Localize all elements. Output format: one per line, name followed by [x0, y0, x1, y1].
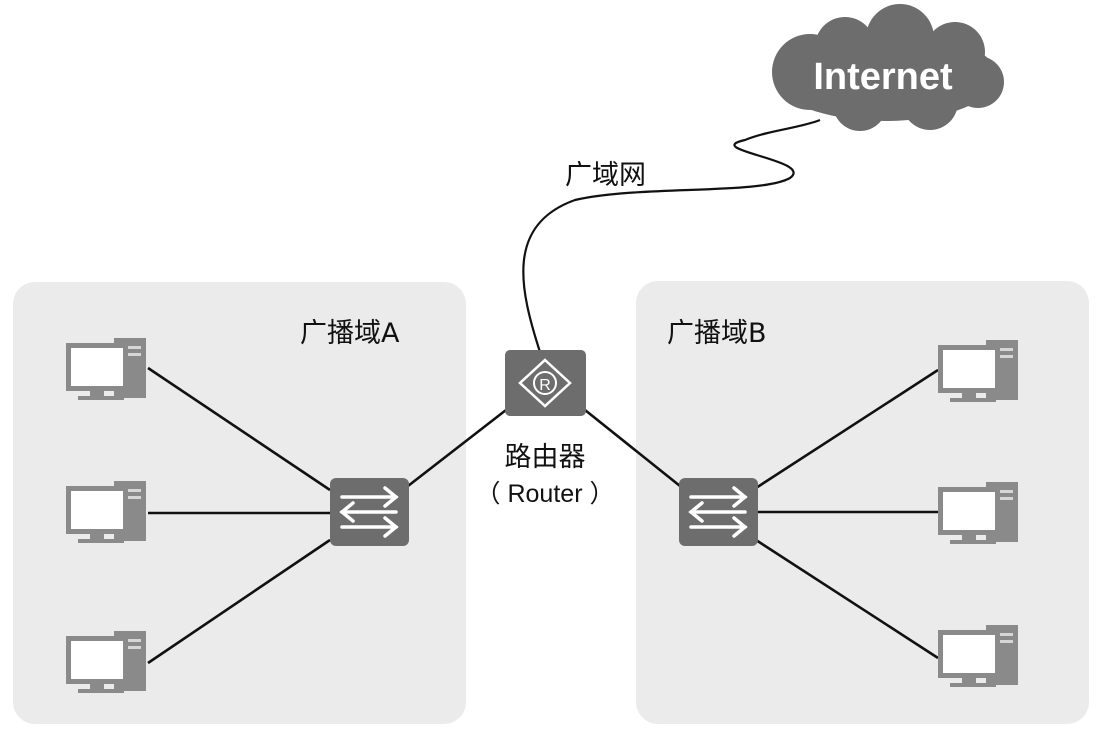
pc-a2-icon	[66, 481, 146, 543]
link-switch-a-router	[407, 408, 507, 488]
link-switch-b-pc-b1	[755, 368, 939, 490]
pc-b1-icon	[938, 340, 1018, 402]
broadcast-domain-a-label: 广播域A	[300, 318, 400, 349]
link-router-switch-b	[584, 408, 681, 488]
switch-a-icon	[330, 478, 409, 546]
internet-label: Internet	[813, 56, 953, 98]
router-sublabel: （ Router ）	[476, 480, 615, 508]
internet-cloud	[772, 4, 1004, 131]
wan-link	[522, 118, 821, 353]
pc-b2-icon	[938, 482, 1018, 544]
broadcast-domain-b-label: 广播域B	[667, 318, 767, 349]
pc-a3-icon	[66, 631, 146, 693]
wan-label: 广域网	[565, 160, 646, 191]
pc-a1-icon	[66, 338, 146, 400]
router-icon: R	[505, 350, 586, 416]
link-pc-a3-switch-a	[147, 538, 331, 665]
router-label: 路由器	[505, 442, 586, 473]
router-glyph: R	[539, 377, 551, 394]
link-pc-a1-switch-a	[147, 366, 331, 492]
switch-b-icon	[679, 478, 758, 546]
link-switch-b-pc-b3	[755, 538, 939, 660]
pc-b3-icon	[938, 625, 1018, 687]
links	[147, 118, 939, 665]
